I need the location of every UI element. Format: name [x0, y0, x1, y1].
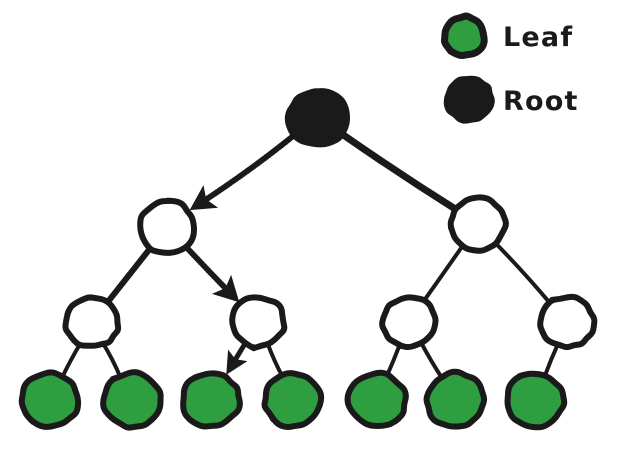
leaf-circle-icon: [100, 369, 164, 431]
internal-circle-icon: [537, 293, 598, 351]
legend: Leaf Root: [440, 12, 579, 124]
tree-node-leaf[interactable]: [344, 369, 409, 429]
leaf-circle-icon: [180, 370, 243, 430]
tree-node-leaf[interactable]: [100, 369, 164, 431]
tree-node-leaf[interactable]: [180, 370, 243, 430]
arrows-layer: [183, 132, 297, 375]
tree-edge: [59, 340, 84, 380]
tree-node-internal[interactable]: [447, 194, 509, 254]
traversal-arrow: [183, 244, 240, 303]
internal-circle-icon: [379, 294, 439, 351]
tree-edge: [265, 340, 285, 380]
tree-edge: [336, 128, 462, 215]
tree-node-leaf[interactable]: [261, 370, 325, 431]
leaf-circle-icon: [18, 369, 82, 430]
tree-node-leaf[interactable]: [18, 369, 82, 430]
tree-edge: [492, 239, 554, 307]
legend-item-leaf[interactable]: Leaf: [440, 12, 573, 59]
tree-edge: [418, 339, 445, 381]
legend-item-root[interactable]: Root: [443, 75, 579, 124]
leaf-circle-icon: [440, 12, 488, 59]
internal-circle-icon: [447, 194, 509, 254]
leaf-circle-icon: [261, 370, 325, 431]
nodes-layer: [18, 88, 598, 431]
tree-node-internal[interactable]: [379, 294, 439, 351]
tree-node-leaf[interactable]: [423, 368, 488, 430]
tree-edge: [420, 241, 467, 306]
internal-circle-icon: [62, 294, 122, 349]
root-circle-icon: [443, 75, 495, 124]
internal-circle-icon: [137, 197, 198, 256]
leaf-circle-icon: [344, 369, 409, 429]
legend-label-leaf: Leaf: [503, 22, 573, 53]
tree-node-internal[interactable]: [62, 294, 122, 349]
tree-node-leaf[interactable]: [504, 370, 568, 431]
root-circle-icon: [284, 88, 350, 148]
tree-edge: [100, 340, 123, 380]
internal-circle-icon: [229, 294, 288, 352]
tree-node-internal[interactable]: [537, 293, 598, 351]
leaf-circle-icon: [423, 368, 488, 430]
edges-layer: [59, 128, 561, 381]
tree-edge: [542, 341, 561, 379]
tree-node-internal[interactable]: [229, 294, 288, 352]
tree-node-root[interactable]: [284, 88, 350, 148]
tree-node-internal[interactable]: [137, 197, 198, 256]
tree-edge: [103, 242, 156, 307]
legend-label-root: Root: [503, 86, 579, 117]
leaf-circle-icon: [504, 370, 568, 431]
traversal-arrow: [226, 342, 248, 375]
traversal-arrow: [189, 132, 297, 211]
